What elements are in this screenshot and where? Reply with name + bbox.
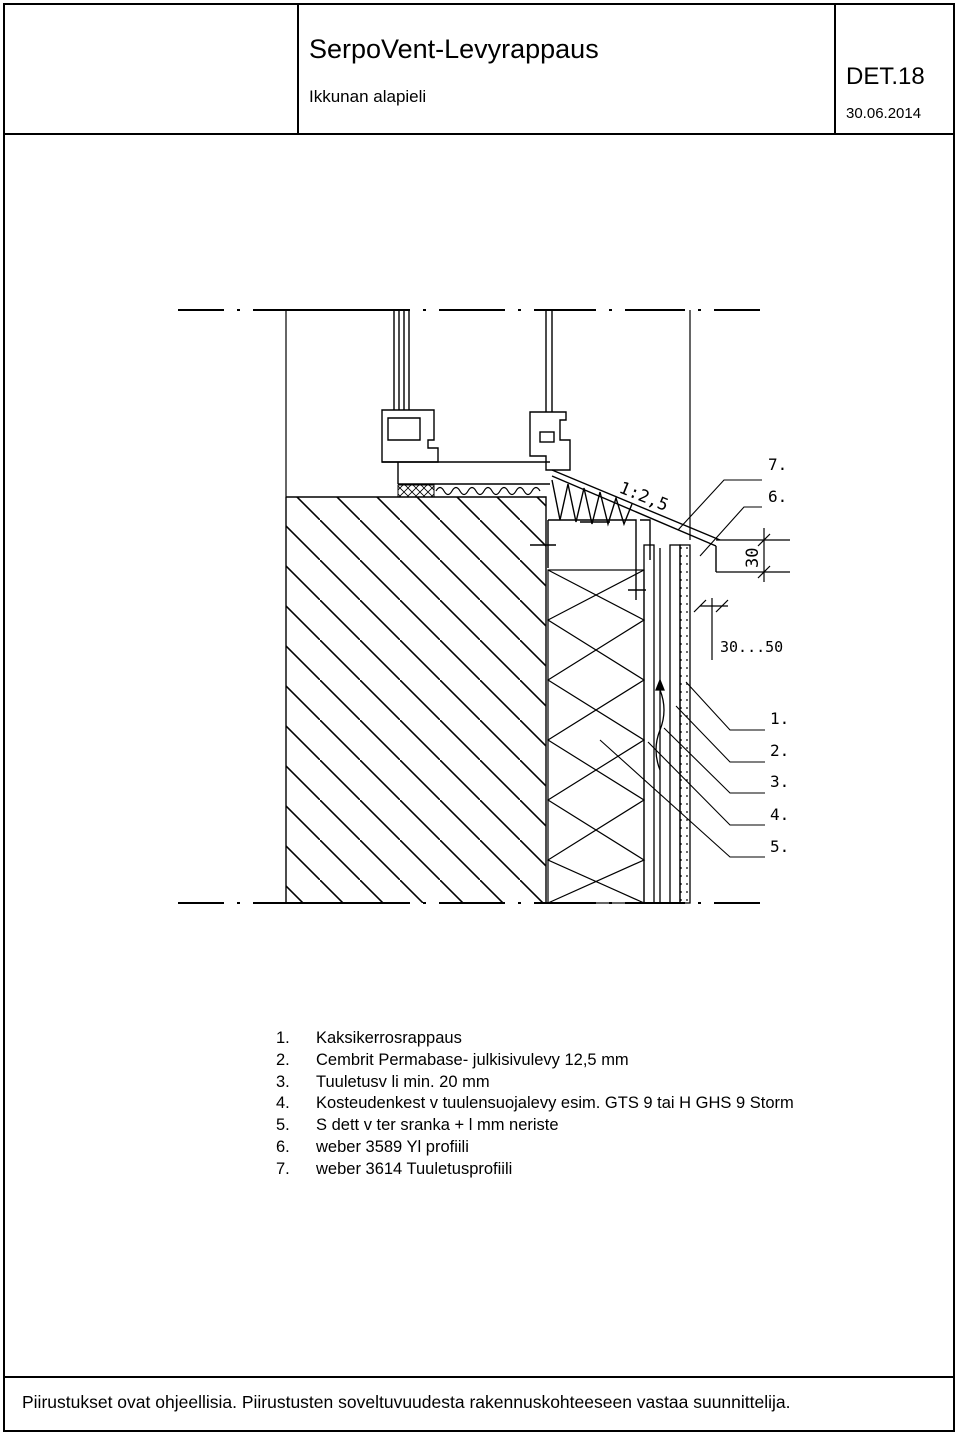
legend-item: 2. Cembrit Permabase- julkisivulevy 12,5 … (276, 1050, 794, 1072)
support-profile (530, 519, 651, 600)
legend-number: 5. (276, 1116, 290, 1135)
drawing-subtitle: Ikkunan alapieli (309, 87, 427, 106)
drawing-date: 30.06.2014 (846, 105, 922, 122)
dimension-distance-label: 30...50 (720, 638, 783, 656)
legend-text: Cembrit Permabase- julkisivulevy 12,5 mm (316, 1050, 629, 1069)
drawing-title: SerpoVent-Levyrappaus (309, 34, 599, 64)
slope-label: 1:2,5 (616, 478, 671, 516)
dimension-distance (693, 598, 729, 660)
sill-flashing (551, 469, 721, 572)
frame-insulation (546, 569, 646, 904)
title-block-title-cell: SerpoVent-Levyrappaus Ikkunan alapieli (299, 5, 836, 133)
legend-text: weber 3589 Yl profiili (316, 1137, 469, 1156)
legend-number: 4. (276, 1094, 290, 1113)
legend-text: Kosteudenkest v tuulensuojalevy esim. GT… (316, 1094, 794, 1113)
dimension-gap-label: 30 (743, 548, 763, 568)
legend-text: Tuuletusv li min. 20 mm (316, 1072, 490, 1091)
legend-number: 7. (276, 1159, 290, 1178)
callout-3: 3. (770, 772, 789, 791)
dimension-gap (716, 528, 790, 582)
footer: Piirustukset ovat ohjeellisia. Piirustus… (5, 1376, 953, 1430)
callout-1: 1. (770, 709, 789, 728)
concrete-wall (285, 496, 547, 903)
footer-note: Piirustukset ovat ohjeellisia. Piirustus… (22, 1392, 791, 1412)
legend-text: weber 3614 Tuuletusprofiili (316, 1159, 513, 1178)
legend-item: 5. S dett v ter sranka + l mm neriste (276, 1115, 794, 1137)
sill-insulation (397, 484, 541, 498)
title-block-id-cell: DET.18 30.06.2014 (836, 5, 953, 133)
callout-6: 6. (768, 487, 787, 506)
legend: 1. Kaksikerrosrappaus 2. Cembrit Permabase… (276, 1028, 794, 1181)
legend-text: S dett v ter sranka + l mm neriste (316, 1116, 559, 1135)
legend-number: 6. (276, 1137, 290, 1156)
legend-item: 7. weber 3614 Tuuletusprofiili (276, 1159, 794, 1181)
legend-item: 3. Tuuletusv li min. 20 mm (276, 1072, 794, 1094)
window-opening (285, 310, 691, 540)
legend-number: 2. (276, 1050, 290, 1069)
callout-7: 7. (768, 455, 787, 474)
legend-number: 1. (276, 1029, 290, 1047)
legend-text: Kaksikerrosrappaus (316, 1029, 462, 1047)
wall-layers (643, 544, 691, 904)
window-frame (381, 310, 571, 485)
drawing-sheet: SerpoVent-Levyrappaus Ikkunan alapieli D… (3, 3, 955, 1432)
title-block-logo-cell (5, 5, 299, 133)
drawing-code: DET.18 (846, 63, 925, 90)
callout-4: 4. (770, 805, 789, 824)
callout-2: 2. (770, 741, 789, 760)
legend-item: 6. weber 3589 Yl profiili (276, 1137, 794, 1159)
legend-item: 1. Kaksikerrosrappaus (276, 1028, 794, 1050)
leader-lines (599, 479, 765, 858)
legend-item: 4. Kosteudenkest v tuulensuojalevy esim. … (276, 1093, 794, 1115)
callout-5: 5. (770, 837, 789, 856)
title-block: SerpoVent-Levyrappaus Ikkunan alapieli D… (5, 5, 953, 135)
legend-number: 3. (276, 1072, 290, 1091)
